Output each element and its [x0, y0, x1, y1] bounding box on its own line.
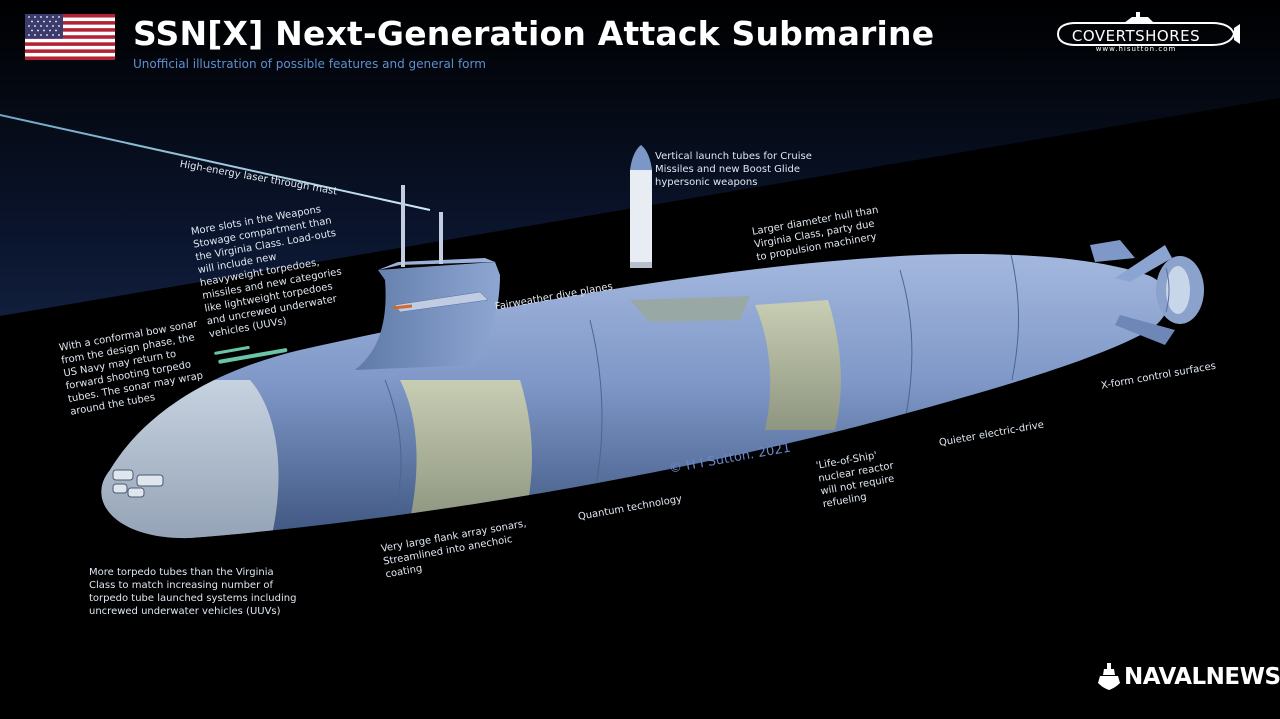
covertshores-wordmark: COVERTSHORES: [1071, 27, 1201, 45]
vls-missile: [630, 145, 652, 268]
annotation-vls: Vertical launch tubes for Cruise Missile…: [655, 151, 812, 188]
annotation-torpedo-tubes: More torpedo tubes than the Virginia Cla…: [89, 567, 297, 617]
annotation-weapons-stowage: More slots in the Weapons Stowage compar…: [190, 204, 343, 341]
stern: [1090, 240, 1204, 345]
page-subtitle: Unofficial illustration of possible feat…: [133, 57, 486, 71]
laser-beam: [0, 114, 431, 211]
mast: [401, 185, 405, 267]
uuv-icon: [218, 348, 288, 364]
navalnews-wordmark: NAVALNEWS: [1124, 664, 1280, 690]
flank-sonar-panel: [400, 380, 532, 520]
us-flag-icon: [25, 14, 115, 60]
hull-panel: [755, 300, 841, 430]
hull-panel-top: [630, 296, 750, 322]
hull: [101, 254, 1169, 539]
page-title: SSN[X] Next-Generation Attack Submarine: [133, 14, 935, 53]
ship-icon: [1098, 663, 1120, 690]
torpedo-icon: [214, 345, 250, 355]
covertshores-logo: [1056, 12, 1240, 46]
navalnews-logo: NAVALNEWS: [1098, 662, 1280, 692]
sail: [355, 185, 500, 370]
laser-mast: [439, 212, 443, 264]
fairweather-dive-plane: [394, 291, 489, 313]
covertshores-url: www.hisutton.com: [1095, 45, 1177, 53]
